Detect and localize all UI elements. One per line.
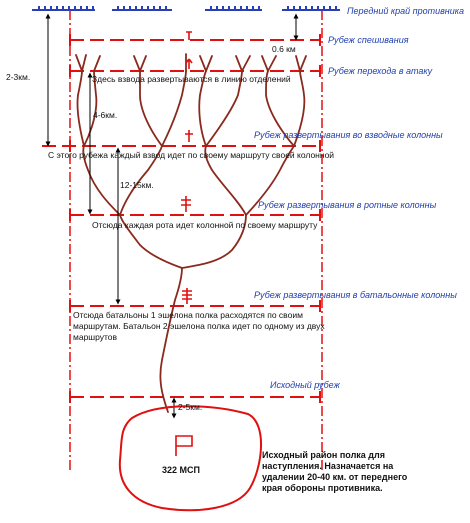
label-line-attack: Рубеж перехода в атаку xyxy=(328,66,433,76)
label-line-company: Рубеж развертывания в ротные колонны xyxy=(258,200,437,210)
route-company-2 xyxy=(119,145,163,216)
note-area-4: края обороны противника. xyxy=(262,483,383,493)
note-area-1: Исходный район полка для xyxy=(262,450,385,460)
label-line-dismount: Рубеж спешивания xyxy=(328,35,409,45)
route-company-3 xyxy=(204,145,247,216)
label-line-battalion: Рубеж развертывания в батальонные колонн… xyxy=(254,290,457,300)
dist-4-6km: 4-6км. xyxy=(93,110,117,120)
note-area-2: наступления. Назначается на xyxy=(262,461,394,471)
route-platoon-7 xyxy=(265,70,295,147)
route-platoon-6 xyxy=(205,70,243,147)
marker-dismount xyxy=(186,31,192,40)
note-battalion-3: маршрутов xyxy=(73,332,118,342)
note-battalion-1: Отсюда батальоны 1 эшелона полка расходя… xyxy=(73,310,303,320)
command-markers xyxy=(181,31,193,304)
deployment-lines xyxy=(42,39,320,398)
enemy-front-edge xyxy=(32,6,340,11)
dist-2-3km: 2-3км. xyxy=(6,72,30,82)
movement-routes xyxy=(75,53,307,413)
marker-battalion xyxy=(182,288,192,304)
dist-2-5km: 2-5км. xyxy=(178,402,202,412)
regiment-flag-icon xyxy=(175,435,193,456)
label-line-platoon: Рубеж развертывания во взводные колонны xyxy=(254,130,443,140)
marker-attack xyxy=(185,58,193,69)
unit-label: 322 МСП xyxy=(162,465,200,475)
label-line-start: Исходный рубеж xyxy=(270,380,341,390)
line-end-ticks xyxy=(69,34,321,403)
route-battalion-left xyxy=(119,214,183,269)
note-attack: Здесь взвода развертываются в линию отде… xyxy=(92,74,291,84)
route-platoon-3 xyxy=(139,70,163,147)
dist-12-15km: 12-15км. xyxy=(120,180,154,190)
note-company: Отсюда каждая рота идет колонной по свое… xyxy=(92,220,318,230)
route-trunk xyxy=(159,267,183,413)
route-platoon-1 xyxy=(76,70,85,147)
route-platoon-5 xyxy=(198,70,207,147)
marker-company xyxy=(181,196,191,212)
route-platoon-4 xyxy=(161,70,187,147)
note-platoon: С этого рубежа каждый взвод идет по свое… xyxy=(48,150,334,160)
dimension-arrows xyxy=(45,13,299,419)
marker-platoon xyxy=(185,130,193,142)
route-battalion-right xyxy=(181,214,247,269)
assembly-area xyxy=(118,405,262,512)
route-company-4 xyxy=(245,145,295,216)
label-enemy-edge: Передний край противника xyxy=(347,6,464,16)
dist-0-6km: 0.6 км xyxy=(272,44,296,54)
route-platoon-8 xyxy=(293,70,306,147)
note-area-3: удалении 20-40 км. от переднего xyxy=(262,472,408,482)
note-battalion-2: маршрутам. Батальон 2 эшелона полка идет… xyxy=(73,321,325,331)
